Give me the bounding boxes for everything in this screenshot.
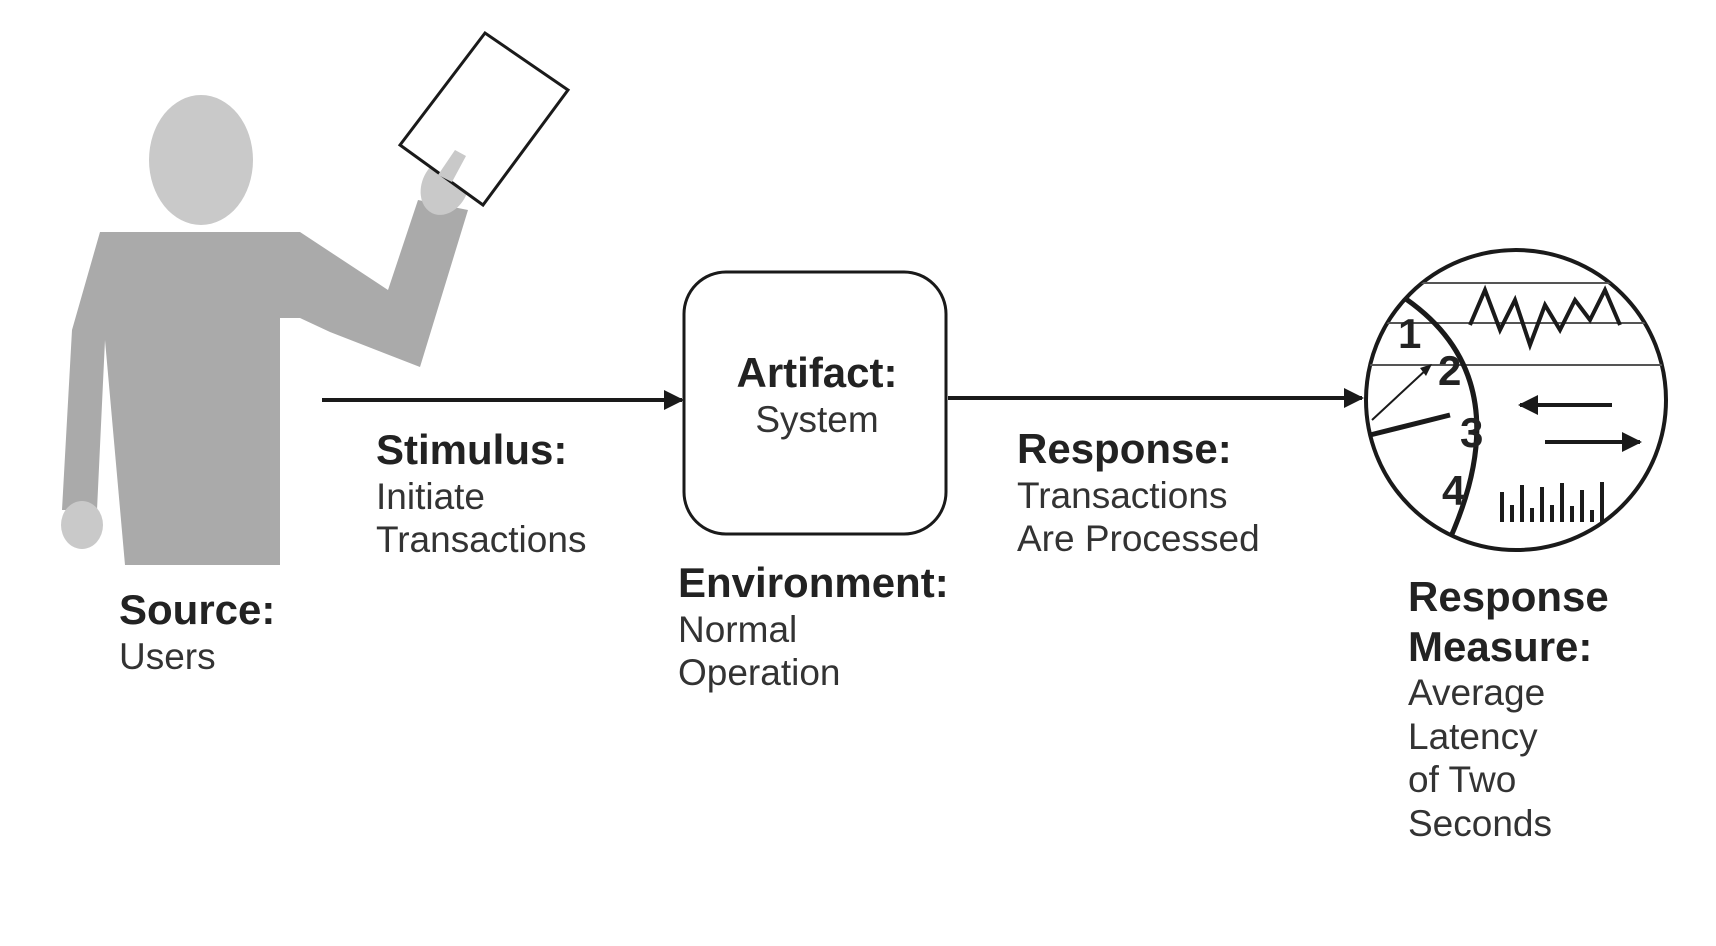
user-hand-left: [61, 501, 103, 549]
response-label: Response: Transactions Are Processed: [1017, 424, 1260, 561]
response-measure-line-3: of Two: [1408, 759, 1517, 801]
response-measure-label: Response Measure: Average Latency of Two…: [1408, 572, 1609, 846]
environment-heading: Environment:: [678, 559, 949, 606]
response-heading: Response:: [1017, 425, 1232, 472]
response-measure-heading-2: Measure:: [1408, 622, 1593, 670]
waveform-icon: [1468, 284, 1622, 351]
gauge-number-3: 3: [1460, 409, 1483, 456]
gauge-needle-long: [1369, 412, 1451, 438]
user-thumb: [438, 150, 466, 182]
gauge-number-4: 4: [1442, 467, 1466, 514]
user-head: [149, 95, 253, 225]
environment-line-2: Operation: [678, 652, 841, 694]
gauge-icon: 1 2 3 4: [1364, 248, 1668, 552]
stimulus-label: Stimulus: Initiate Transactions: [376, 425, 586, 562]
response-measure-heading-1: Response: [1408, 573, 1609, 620]
bar-ticks-icon: [1500, 482, 1604, 522]
paper-icon: [397, 30, 571, 208]
source-label: Source: Users: [119, 585, 275, 678]
response-line-1: Transactions: [1017, 474, 1228, 516]
response-measure-line-4: Seconds: [1408, 803, 1552, 845]
stimulus-heading: Stimulus:: [376, 426, 568, 473]
user-figure-icon: [61, 30, 571, 565]
environment-label: Environment: Normal Operation: [678, 558, 949, 695]
stimulus-line-2: Transactions: [376, 519, 587, 561]
artifact-box: [682, 270, 948, 536]
gauge-number-1: 1: [1398, 310, 1421, 357]
gauge-needle-short: [1371, 367, 1429, 421]
stimulus-line-1: Initiate: [376, 475, 486, 517]
user-body: [62, 200, 468, 565]
source-heading: Source:: [119, 586, 276, 633]
environment-line-1: Normal: [678, 608, 798, 650]
response-measure-line-2: Latency: [1408, 715, 1538, 757]
artifact-label: Artifact: System: [682, 348, 952, 441]
gauge-number-2: 2: [1438, 347, 1461, 394]
response-measure-line-1: Average: [1408, 672, 1546, 714]
gauge-dial-arc: [1398, 292, 1480, 550]
gauge-needle-tip: [1420, 364, 1432, 376]
artifact-heading: Artifact:: [736, 349, 898, 396]
source-value: Users: [119, 635, 216, 677]
response-line-2: Are Processed: [1017, 518, 1260, 560]
gauge-circle: [1364, 248, 1668, 552]
artifact-value: System: [755, 398, 879, 440]
